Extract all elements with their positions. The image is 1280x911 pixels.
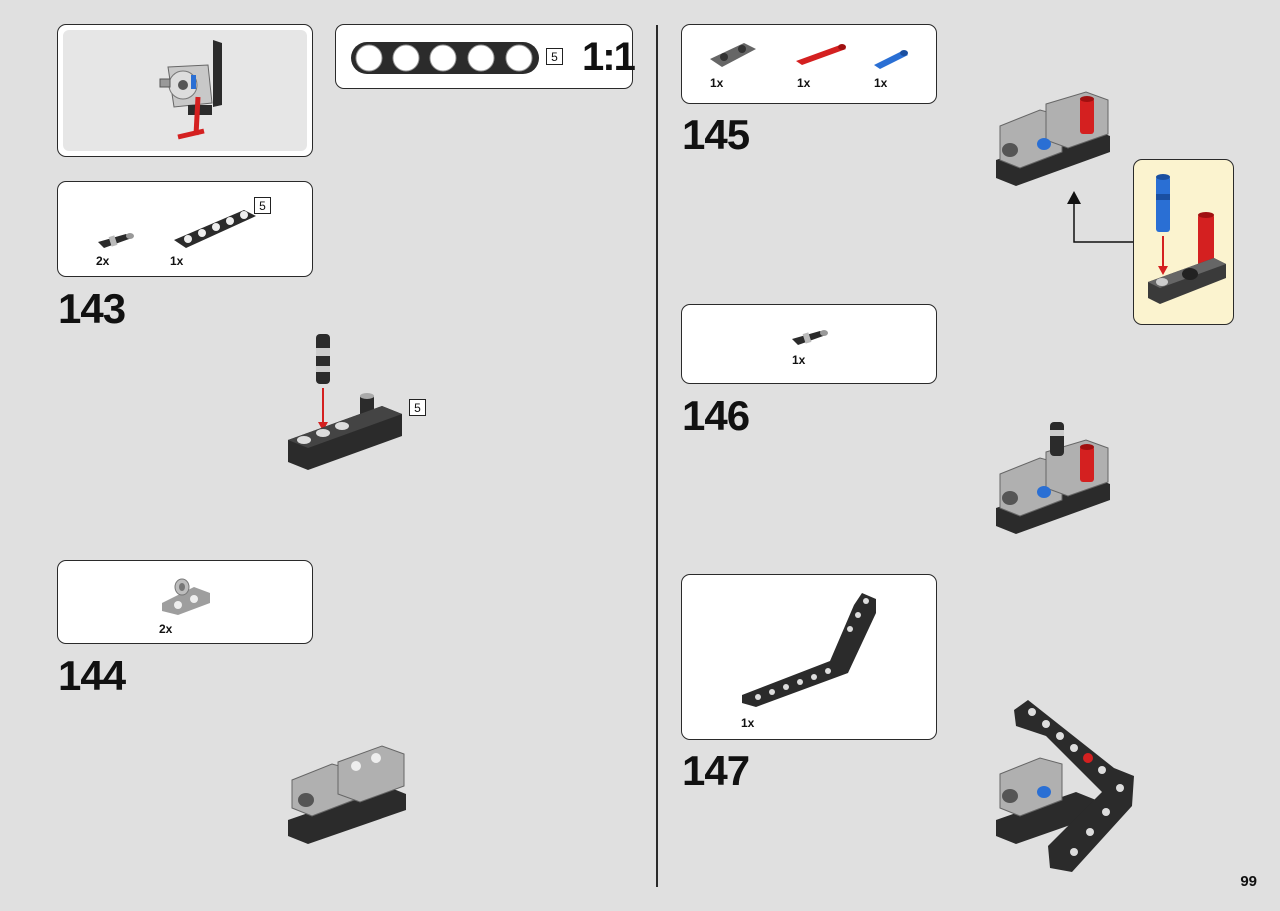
part-qty: 2x xyxy=(96,254,110,268)
page-number: 99 xyxy=(1240,873,1257,890)
beam-5-image xyxy=(174,210,256,248)
part-qty: 1x xyxy=(741,716,755,730)
scale-ratio-label: 1:1 xyxy=(582,35,636,79)
assembly-length-box: 5 xyxy=(409,399,426,416)
parts-list-step-144: 2x xyxy=(57,560,313,644)
parts-list-step-143: 2x 1x 5 xyxy=(57,181,313,277)
step-number: 147 xyxy=(682,747,750,794)
bent-beam-image xyxy=(742,593,876,707)
page-divider xyxy=(656,25,658,887)
step-number: 143 xyxy=(58,285,126,332)
callout-arrow xyxy=(1067,191,1136,243)
blue-pin-image xyxy=(874,50,908,69)
parts-list-step-145: 1x 1x 1x xyxy=(681,24,937,104)
step-number: 146 xyxy=(682,392,750,439)
scale-length-box: 5 xyxy=(546,48,563,65)
scale-ruler-box: 5 1:1 xyxy=(335,24,636,89)
step-146-assembly-image xyxy=(996,422,1110,534)
part-qty: 1x xyxy=(710,76,724,90)
step-number: 145 xyxy=(682,111,750,158)
part-qty: 2x xyxy=(159,622,173,636)
part-length-box: 5 xyxy=(254,197,271,214)
step-number: 144 xyxy=(58,652,126,699)
substep-callout xyxy=(1133,159,1234,325)
step-147-assembly-image xyxy=(996,700,1134,872)
red-pin-image xyxy=(796,44,846,65)
part-qty: 1x xyxy=(797,76,811,90)
pin-image xyxy=(792,330,828,345)
part-qty: 1x xyxy=(874,76,888,90)
parts-list-step-146: 1x xyxy=(681,304,937,384)
connector-image xyxy=(162,578,210,615)
pin-image xyxy=(98,233,134,248)
callout-assembly-image xyxy=(1148,174,1226,304)
submodel-preview-box xyxy=(57,24,313,157)
submodel-preview-image xyxy=(159,40,222,140)
step-145-assembly-image xyxy=(996,91,1110,186)
beam-scale-image xyxy=(351,42,539,74)
part-qty: 1x xyxy=(792,353,806,367)
step-144-assembly-image xyxy=(288,745,406,844)
grey-connector-image xyxy=(710,43,756,67)
step-143-assembly-image xyxy=(288,334,402,470)
part-qty: 1x xyxy=(170,254,184,268)
parts-list-step-147: 1x xyxy=(681,574,937,740)
